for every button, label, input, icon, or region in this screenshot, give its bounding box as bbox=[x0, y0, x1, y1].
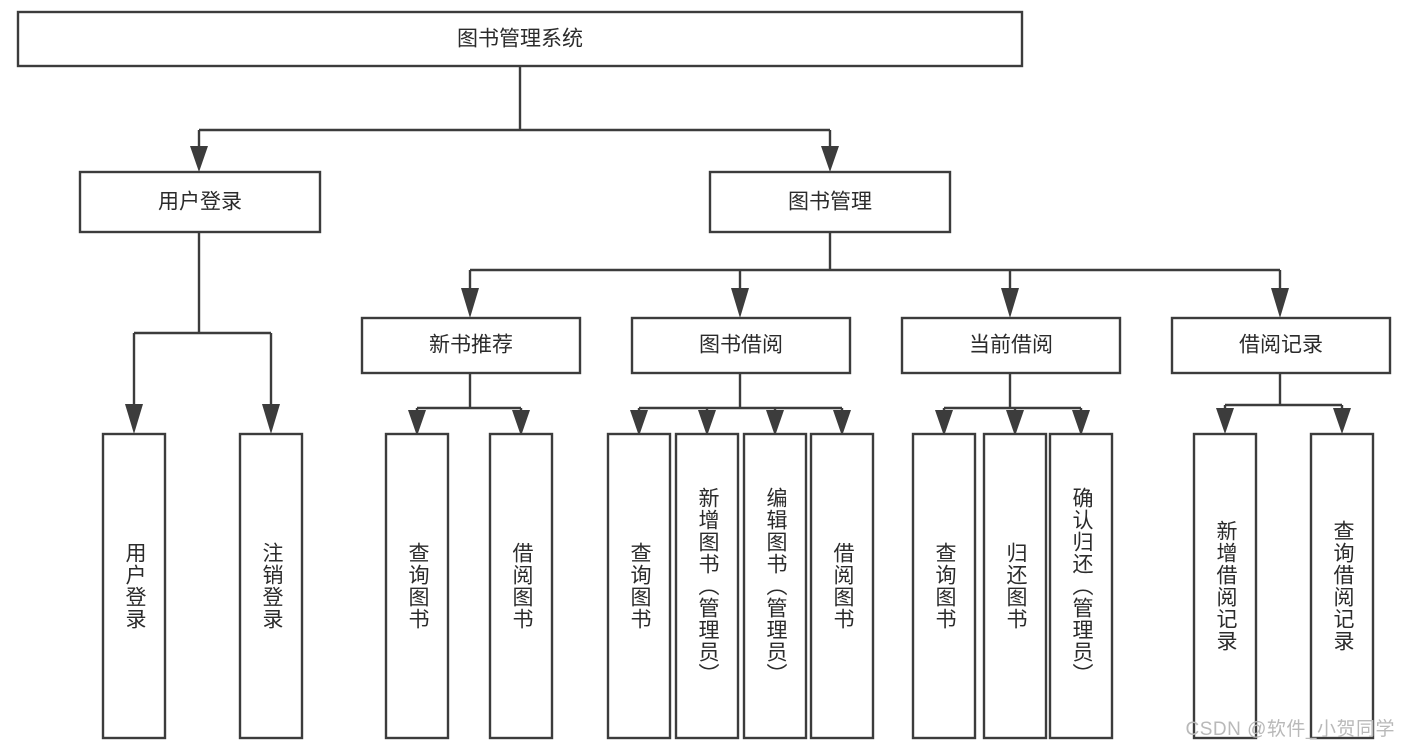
arrow-head-icon bbox=[512, 410, 530, 436]
leaf-book-borrow-1[interactable] bbox=[674, 432, 740, 740]
node-borrow-record-label: 借阅记录 bbox=[1239, 334, 1323, 357]
node-book-manage[interactable] bbox=[708, 170, 952, 234]
connector-group-user-login bbox=[125, 232, 280, 434]
arrow-head-icon bbox=[1072, 410, 1090, 436]
leaf-current-borrow-1[interactable] bbox=[982, 432, 1048, 740]
connector-group-book-manage bbox=[461, 232, 1289, 318]
arrow-head-icon bbox=[833, 410, 851, 436]
arrow-head-icon bbox=[1333, 408, 1351, 434]
arrow-head-icon bbox=[731, 288, 749, 318]
node-book-manage-label: 图书管理 bbox=[788, 191, 872, 214]
node-root-label: 图书管理系统 bbox=[457, 28, 583, 51]
node-book-borrow-label: 图书借阅 bbox=[699, 334, 783, 357]
arrow-head-icon bbox=[190, 146, 208, 172]
node-borrow-record[interactable] bbox=[1170, 316, 1392, 375]
arrow-head-icon bbox=[698, 410, 716, 436]
arrow-head-icon bbox=[1006, 410, 1024, 436]
leaf-user-login-0[interactable] bbox=[101, 432, 167, 740]
leaf-borrow-record-1[interactable] bbox=[1309, 432, 1375, 740]
node-user-login-label: 用户登录 bbox=[158, 191, 242, 214]
arrow-head-icon bbox=[461, 288, 479, 318]
leaf-new-book-0[interactable] bbox=[384, 432, 450, 740]
node-book-borrow[interactable] bbox=[630, 316, 852, 375]
node-new-book-recommend-label: 新书推荐 bbox=[429, 334, 513, 357]
node-new-book-recommend[interactable] bbox=[360, 316, 582, 375]
leaf-book-borrow-0[interactable] bbox=[606, 432, 672, 740]
leaf-book-borrow-3[interactable] bbox=[809, 432, 875, 740]
connector-group-book-borrow bbox=[630, 373, 851, 436]
node-current-borrow[interactable] bbox=[900, 316, 1122, 375]
connector-group-current-borrow bbox=[935, 373, 1090, 436]
connector-group-new-book bbox=[408, 373, 530, 436]
arrow-head-icon bbox=[630, 410, 648, 436]
arrow-head-icon bbox=[935, 410, 953, 436]
node-root[interactable] bbox=[16, 10, 1024, 68]
leaf-new-book-1[interactable] bbox=[488, 432, 554, 740]
leaf-borrow-record-0[interactable] bbox=[1192, 432, 1258, 740]
node-current-borrow-label: 当前借阅 bbox=[969, 334, 1053, 357]
arrow-head-icon bbox=[766, 410, 784, 436]
leaf-current-borrow-0[interactable] bbox=[911, 432, 977, 740]
leaf-current-borrow-2[interactable] bbox=[1048, 432, 1114, 740]
arrow-head-icon bbox=[1001, 288, 1019, 318]
leaf-user-login-1[interactable] bbox=[238, 432, 304, 740]
arrow-head-icon bbox=[408, 410, 426, 436]
leaf-book-borrow-2[interactable] bbox=[742, 432, 808, 740]
arrow-head-icon bbox=[1271, 288, 1289, 318]
arrow-head-icon bbox=[1216, 408, 1234, 434]
connector-group-root bbox=[190, 66, 839, 172]
arrow-head-icon bbox=[262, 404, 280, 434]
watermark-text: CSDN @软件_小贺同学 bbox=[1185, 719, 1395, 740]
node-user-login[interactable] bbox=[78, 170, 322, 234]
arrow-head-icon bbox=[821, 146, 839, 172]
connector-group-borrow-record bbox=[1216, 373, 1351, 434]
arrow-head-icon bbox=[125, 404, 143, 434]
